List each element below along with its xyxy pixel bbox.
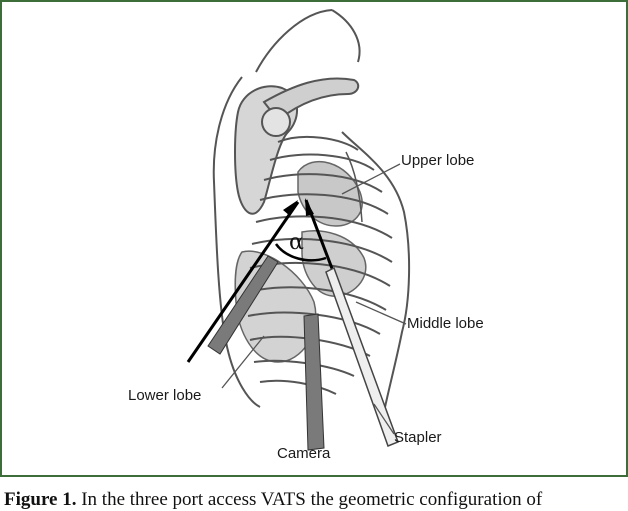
- humeral-head: [261, 107, 291, 137]
- thoracic-illustration: [186, 9, 411, 451]
- upper-lobe-label: Upper lobe: [401, 152, 475, 169]
- angle-alpha-label: α: [289, 230, 304, 255]
- middle-lobe-label: Middle lobe: [407, 315, 484, 332]
- caption-figure-number: Figure 1.: [4, 489, 77, 510]
- stapler-arrow-head: [305, 198, 314, 216]
- lower-instrument: [207, 255, 279, 355]
- camera-shaft: [303, 313, 325, 451]
- neck-outline: [255, 9, 361, 73]
- body-outline: [212, 76, 411, 413]
- lower-arrow-line: [186, 201, 300, 363]
- camera-label: Camera: [277, 445, 331, 462]
- lower-arrow-head: [283, 200, 298, 216]
- caption-text: In the three port access VATS the geomet…: [81, 489, 543, 510]
- rib-cage: [247, 136, 393, 395]
- clavicle-shape: [262, 77, 360, 122]
- lower-lobe-label: Lower lobe: [128, 387, 202, 404]
- stapler-shaft: [325, 266, 399, 447]
- angle-arc: [274, 243, 327, 262]
- figure-caption: Figure 1. In the three port access VATS …: [4, 489, 628, 511]
- middle-lobe-shape: [301, 230, 367, 297]
- stapler-label: Stapler: [394, 429, 442, 446]
- leader-lines: [221, 163, 407, 435]
